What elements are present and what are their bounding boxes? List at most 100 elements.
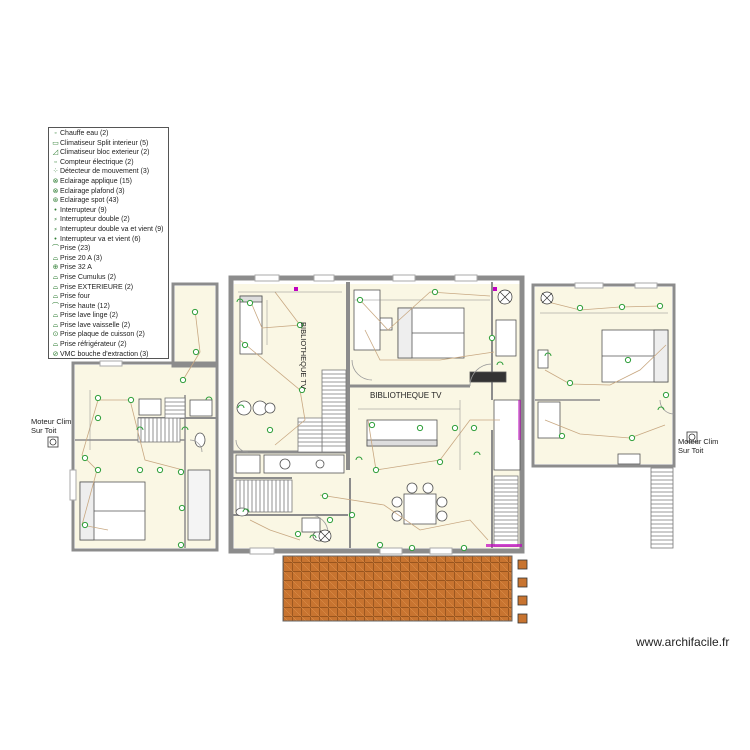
legend-item-label: Interrupteur va et vient (6) bbox=[60, 235, 141, 243]
legend-item: •Interrupteur (9) bbox=[51, 206, 166, 216]
bed-left-wing bbox=[79, 481, 146, 541]
ac-outdoor-icon: ◿ bbox=[52, 149, 59, 157]
stairs-left-wing bbox=[137, 417, 181, 443]
legend-item-label: Interrupteur (9) bbox=[60, 206, 107, 214]
legend-item-label: Prise four bbox=[60, 293, 90, 301]
legend-item-label: Eclairage applique (15) bbox=[60, 177, 132, 185]
double-two-way-switch-icon: ⸗ bbox=[54, 225, 57, 233]
legend-item: ⌓Prise Cumulus (2) bbox=[51, 273, 166, 283]
legend-item-label: Prise Cumulus (2) bbox=[60, 273, 117, 281]
socket-outdoor-icon: ⌓ bbox=[52, 283, 59, 291]
stairs-left-upper bbox=[164, 397, 186, 419]
legend-item: ◿Climatiseur bloc exterieur (2) bbox=[51, 148, 166, 158]
socket-cumulus-icon: ⌓ bbox=[52, 273, 59, 281]
legend-item-label: Prise 20 A (3) bbox=[60, 254, 103, 262]
windows bbox=[69, 274, 658, 555]
legend-item: ⌓Prise four bbox=[51, 292, 166, 302]
legend-item-label: Interrupteur double (2) bbox=[60, 216, 130, 224]
legend: ◦Chauffe eau (2)▭Climatiseur Split inter… bbox=[48, 127, 169, 359]
legend-item-label: Prise (23) bbox=[60, 245, 91, 253]
legend-item: ⁘Détecteur de mouvement (3) bbox=[51, 167, 166, 177]
legend-item: ⌓Prise 20 A (3) bbox=[51, 254, 166, 264]
meter-icon: ▫ bbox=[54, 158, 57, 166]
vmc-icon: ⊘ bbox=[52, 350, 59, 358]
socket-icon bbox=[136, 298, 665, 539]
kitchen-counter bbox=[263, 454, 345, 474]
legend-item: ⊗Eclairage plafond (3) bbox=[51, 187, 166, 197]
legend-item: ⌒Prise (23) bbox=[51, 244, 166, 254]
stairs-main-right bbox=[493, 475, 519, 547]
kitchen-island bbox=[235, 454, 261, 474]
bed-main-bedroom bbox=[379, 307, 465, 359]
bibliotheque-tv-vertical-label: BIBLIOTHEQUE TV bbox=[299, 322, 308, 389]
legend-item-label: Eclairage spot (43) bbox=[60, 197, 119, 205]
legend-item-label: Prise EXTERIEURE (2) bbox=[60, 283, 134, 291]
legend-item-label: Interrupteur double va et vient (9) bbox=[60, 225, 164, 233]
floor-left-upper bbox=[175, 286, 215, 368]
socket-32a-icon: ⊕ bbox=[52, 264, 59, 272]
walls bbox=[71, 275, 676, 554]
wall-light-icon: ⊗ bbox=[52, 177, 59, 185]
chairs-left-room bbox=[236, 400, 276, 416]
spot-light-icon: ⊛ bbox=[52, 197, 59, 205]
ac-split-icon: ▭ bbox=[52, 139, 59, 147]
legend-item: ⊛Eclairage spot (43) bbox=[51, 196, 166, 206]
legend-item-label: Prise lave vaisselle (2) bbox=[60, 321, 131, 329]
legend-item: ⊘VMC bouche d'extraction (3) bbox=[51, 350, 166, 360]
legend-item: ⌒Prise haute (12) bbox=[51, 302, 166, 312]
socket-icon: ⌒ bbox=[52, 245, 59, 253]
legend-item-label: Prise réfrigérateur (2) bbox=[60, 341, 127, 349]
legend-item: ⸗Interrupteur double (2) bbox=[51, 215, 166, 225]
legend-item-label: Détecteur de mouvement (3) bbox=[60, 168, 150, 176]
moteur-clim-right-label: Moteur Clim Sur Toit bbox=[678, 437, 719, 455]
legend-item: ⊙Prise plaque de cuisson (2) bbox=[51, 330, 166, 340]
terrace-lights bbox=[517, 559, 528, 624]
socket-dishwasher-icon: ⌓ bbox=[52, 321, 59, 329]
bed-right-wing bbox=[601, 329, 669, 383]
legend-item: •Interrupteur va et vient (6) bbox=[51, 235, 166, 245]
legend-item-label: Climatiseur bloc exterieur (2) bbox=[60, 149, 150, 157]
moteur-clim-left-label: Moteur Clim Sur Toit bbox=[31, 417, 72, 435]
legend-item: ▭Climatiseur Split interieur (5) bbox=[51, 139, 166, 149]
legend-item: ◦Chauffe eau (2) bbox=[51, 129, 166, 139]
bibliotheque-tv-horizontal-label: BIBLIOTHEQUE TV bbox=[370, 391, 442, 400]
legend-item-label: Prise 32 A bbox=[60, 264, 92, 272]
legend-item: ⌓Prise EXTERIEURE (2) bbox=[51, 283, 166, 293]
ac-outdoor-icon bbox=[47, 431, 698, 448]
legend-item-label: Prise lave linge (2) bbox=[60, 312, 118, 320]
legend-item-label: Prise plaque de cuisson (2) bbox=[60, 331, 145, 339]
stairs-right-exterior bbox=[650, 467, 674, 549]
stairs bbox=[137, 369, 674, 549]
switch-icon: • bbox=[54, 206, 57, 214]
legend-item-label: VMC bouche d'extraction (3) bbox=[60, 350, 149, 358]
legend-item-label: Prise haute (12) bbox=[60, 302, 110, 310]
dining-table bbox=[391, 482, 448, 525]
legend-item: ⌓Prise lave vaisselle (2) bbox=[51, 321, 166, 331]
legend-item-label: Climatiseur Split interieur (5) bbox=[60, 139, 149, 147]
stairs-main-bottom bbox=[235, 479, 293, 513]
legend-item: ⊗Eclairage applique (15) bbox=[51, 177, 166, 187]
watermark: www.archifacile.fr bbox=[636, 635, 730, 649]
socket-high-icon: ⌒ bbox=[52, 302, 59, 310]
motion-detector-icon: ⁘ bbox=[52, 168, 59, 176]
two-way-switch-icon: • bbox=[54, 235, 57, 243]
terrace bbox=[282, 555, 528, 624]
bathroom-fixtures-left bbox=[138, 398, 213, 448]
legend-item-label: Compteur électrique (2) bbox=[60, 158, 134, 166]
spot-light-icon bbox=[81, 288, 670, 552]
bathroom-fixtures-right bbox=[537, 349, 641, 465]
water-heater-icon: ◦ bbox=[54, 130, 57, 137]
ceiling-light-icon bbox=[318, 289, 554, 543]
legend-item: ⌓Prise réfrigérateur (2) bbox=[51, 340, 166, 350]
sofa-living bbox=[366, 419, 438, 447]
double-switch-icon: ⸗ bbox=[54, 216, 57, 224]
stairs-main-top bbox=[297, 369, 347, 453]
ceiling-light-icon: ⊗ bbox=[52, 187, 59, 195]
socket-oven-icon: ⌓ bbox=[52, 293, 59, 301]
legend-item-label: Eclairage plafond (3) bbox=[60, 187, 125, 195]
dimension-lines bbox=[89, 291, 668, 470]
electrical-wiring bbox=[81, 291, 667, 541]
accent-markers bbox=[294, 287, 522, 547]
legend-item-label: Chauffe eau (2) bbox=[60, 130, 109, 137]
